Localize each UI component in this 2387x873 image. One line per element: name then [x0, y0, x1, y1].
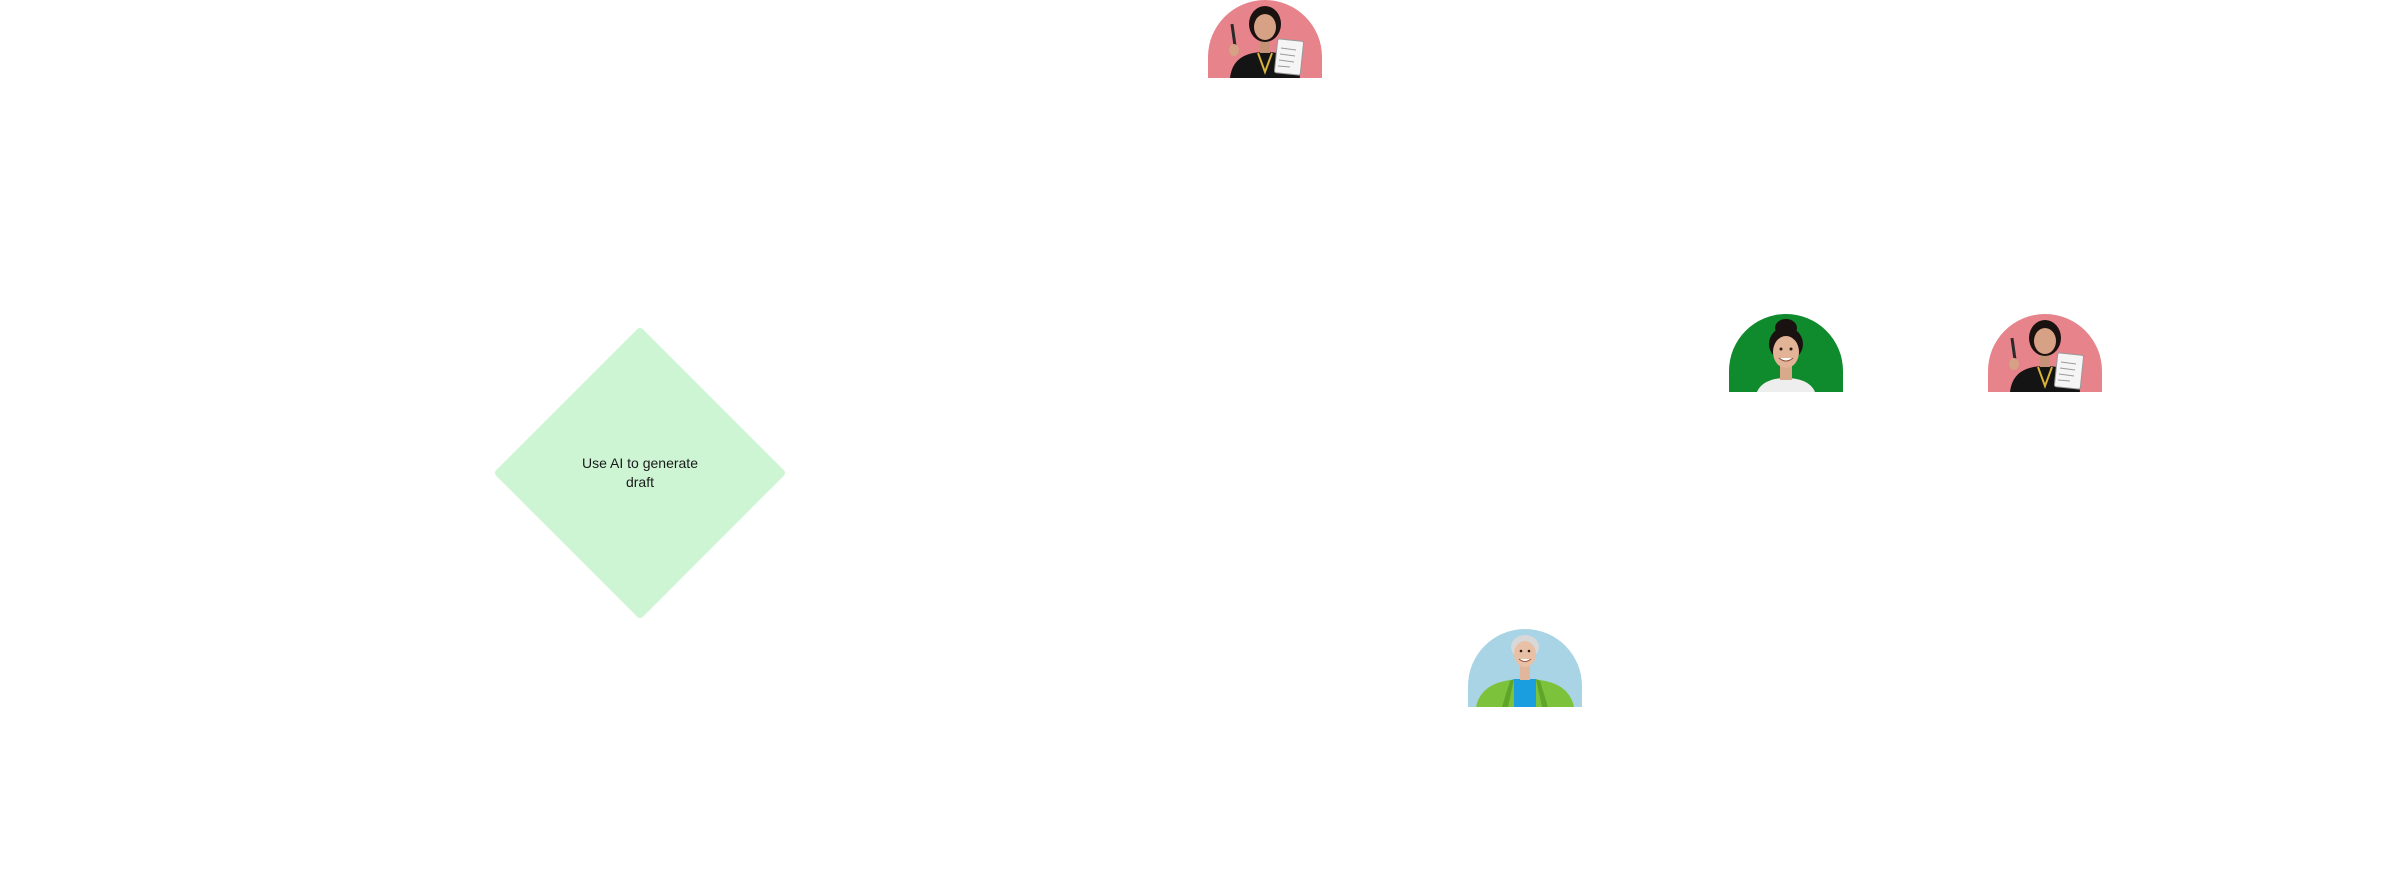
- person-avatar-1[interactable]: [1208, 0, 1322, 78]
- person-avatar-3[interactable]: [1988, 314, 2102, 392]
- woman-holding-notepad-icon: [1208, 0, 1322, 78]
- older-woman-green-jacket-icon: [1468, 629, 1582, 707]
- person-avatar-2[interactable]: [1729, 314, 1843, 392]
- woman-holding-notepad-icon: [1988, 314, 2102, 392]
- decision-diamond[interactable]: Use AI to generate draft: [495, 328, 785, 618]
- person-avatar-4[interactable]: [1468, 629, 1582, 707]
- diamond-shape: [495, 328, 785, 618]
- woman-smiling-icon: [1729, 314, 1843, 392]
